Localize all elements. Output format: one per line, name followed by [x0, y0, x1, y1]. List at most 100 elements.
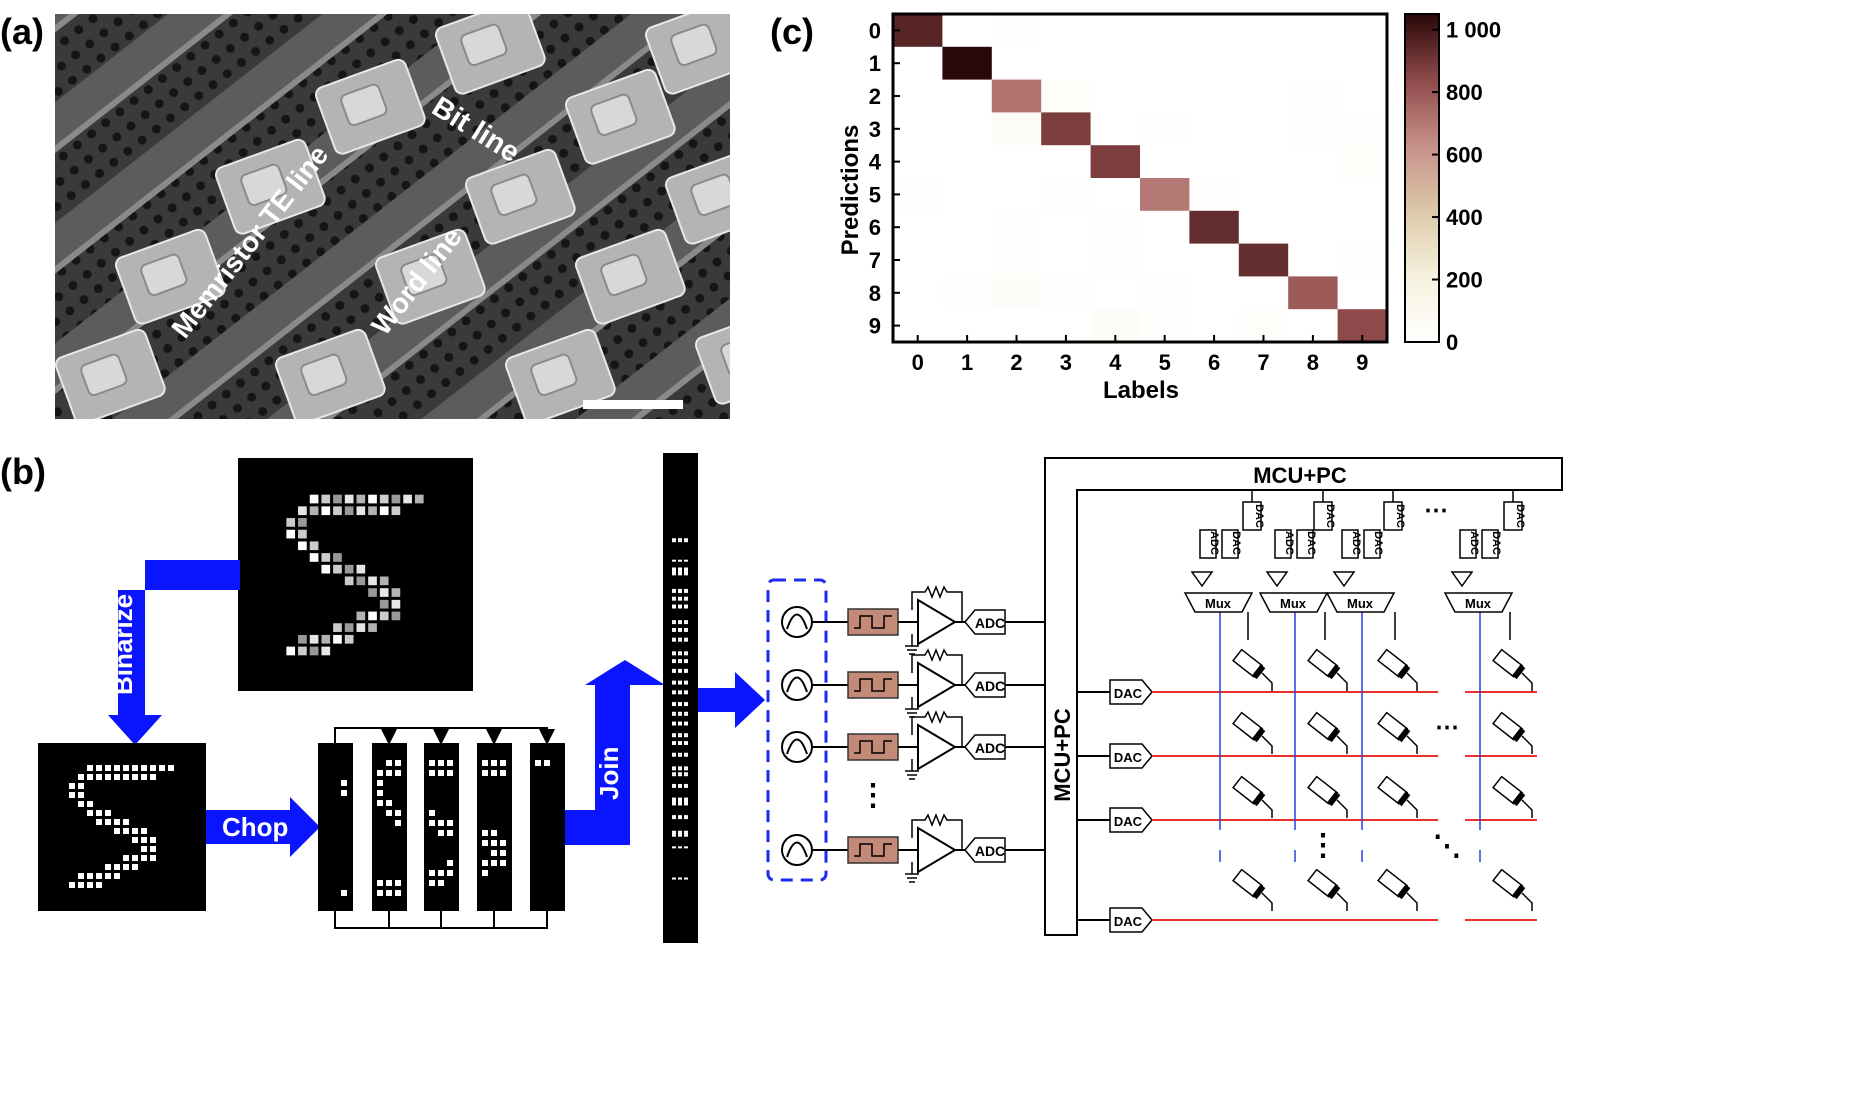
heatmap-cell — [991, 145, 1042, 179]
heatmap-cell — [1189, 46, 1240, 81]
heatmap-cell — [1140, 145, 1190, 179]
array-vdots: ⋮ — [1308, 829, 1338, 862]
joined-pixel — [684, 733, 688, 736]
joined-pixel — [678, 653, 682, 656]
joined-pixel — [678, 832, 682, 835]
heatmap-cell — [942, 243, 993, 277]
strip-pixel — [429, 870, 435, 876]
joined-pixel — [672, 604, 676, 607]
digit-pixel — [379, 494, 389, 504]
digit-pixel — [344, 576, 354, 586]
heatmap-cell — [1140, 46, 1190, 81]
digit-image-original — [238, 458, 473, 691]
joined-pixel — [684, 797, 688, 800]
joined-pixel — [684, 772, 688, 775]
digit-pixel — [379, 611, 389, 621]
joined-pixel — [672, 785, 676, 788]
digit-pixel — [105, 774, 111, 780]
joined-pixel — [684, 604, 688, 607]
column-adc-label: ADC — [1208, 531, 1220, 555]
column-dac-label: DAC — [1253, 504, 1265, 528]
strip-pixel — [386, 890, 392, 896]
digit-pixel — [87, 810, 93, 816]
strip-pixel — [429, 760, 435, 766]
heatmap-cell — [1140, 178, 1190, 212]
digit-pixel — [309, 646, 319, 656]
transistor-icon — [1261, 799, 1273, 818]
strip-pixel — [438, 870, 444, 876]
strip-pixel — [491, 840, 497, 846]
heatmap-cell — [1288, 14, 1339, 48]
joined-pixel — [678, 604, 682, 607]
adc-label: ADC — [975, 678, 1005, 694]
heatmap-cell — [1189, 112, 1240, 146]
joined-pixel — [678, 815, 682, 818]
joined-pixel — [678, 661, 682, 664]
strip-pixel — [482, 870, 488, 876]
joined-pixel — [678, 830, 682, 833]
column-adc-label: ADC — [1350, 531, 1362, 555]
heatmap-cell — [893, 210, 943, 245]
square-wave-icon — [854, 740, 892, 754]
joined-pixel — [678, 704, 682, 706]
strip-pixel — [447, 870, 453, 876]
y-tick-label: 5 — [869, 182, 881, 207]
joined-pixel — [678, 629, 682, 632]
heatmap-cell — [991, 210, 1042, 245]
joined-pixel — [672, 815, 676, 818]
row-dac-label: DAC — [1114, 914, 1143, 929]
digit-pixel — [132, 765, 138, 771]
joined-pixel — [684, 877, 688, 880]
strip-pixel — [429, 820, 435, 826]
joined-pixel — [672, 799, 676, 802]
digit-pixel — [298, 634, 307, 644]
heatmap-cell — [1041, 210, 1092, 245]
pulse-source-icon — [781, 606, 813, 638]
heatmap-cell — [1041, 46, 1092, 81]
join-label: Join — [594, 747, 624, 800]
digit-pixel — [132, 864, 138, 870]
strip-pixel — [386, 800, 392, 806]
digit-pixel — [356, 564, 366, 574]
mux-block — [1183, 592, 1254, 613]
digit-pixel — [403, 494, 412, 504]
joined-pixel — [684, 704, 688, 706]
strip-pixel — [341, 890, 347, 896]
colorbar-tick-label: 200 — [1446, 268, 1483, 293]
heatmap-cell — [942, 276, 993, 310]
digit-pixel — [123, 819, 129, 825]
joined-pixel — [684, 846, 688, 849]
heatmap-cell — [1189, 243, 1240, 277]
joined-pixel — [678, 659, 682, 662]
digit-pixel — [78, 801, 84, 807]
transistor-icon — [1521, 735, 1533, 754]
chop-connector-bottom — [440, 911, 495, 929]
joined-pixel — [684, 596, 688, 599]
colorbar-tick-label: 0 — [1446, 330, 1458, 355]
heatmap-cell — [1337, 145, 1388, 179]
joined-pixel — [672, 540, 676, 543]
column-dac-block — [1242, 501, 1262, 531]
transistor-icon — [1406, 735, 1418, 754]
joined-pixel — [678, 538, 682, 541]
joined-pixel — [684, 559, 688, 562]
digit-pixel — [105, 864, 111, 870]
joined-pixel — [684, 830, 688, 833]
join-arrow — [565, 660, 665, 845]
digit-pixel — [356, 506, 366, 516]
digit-pixel — [132, 837, 138, 843]
joined-pixel — [684, 721, 688, 724]
joined-pixel — [672, 702, 676, 705]
heatmap-cell — [1090, 145, 1141, 179]
column-dac-block — [1296, 529, 1314, 559]
digit-pixel — [87, 765, 93, 771]
strip-pixel — [377, 890, 383, 896]
joined-pixel — [684, 832, 688, 835]
sem-cell-via — [590, 93, 638, 137]
digit-pixel — [141, 846, 147, 852]
digit-pixel — [309, 494, 319, 504]
strip-pixel — [377, 790, 383, 796]
ground-icon — [905, 634, 919, 655]
